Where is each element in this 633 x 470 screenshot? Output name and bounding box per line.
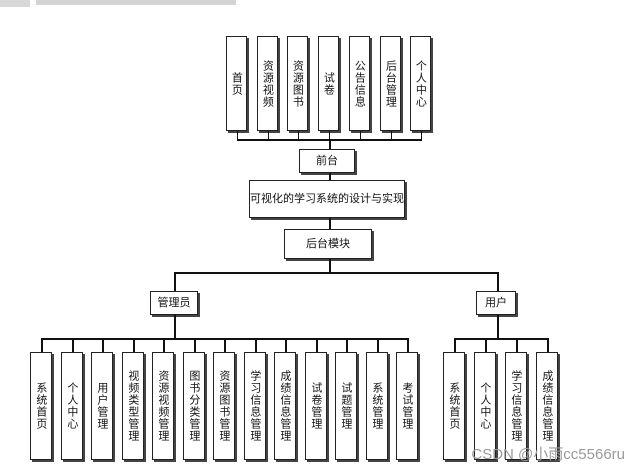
frontend-root-line: [329, 173, 331, 180]
frontend-drop-line: [267, 131, 269, 139]
admin-drop-line: [346, 338, 348, 352]
admin-item: 学习信息管理: [244, 352, 266, 460]
admin-item: 图书分类管理: [183, 352, 205, 460]
admin-bus-stem-line: [174, 315, 176, 338]
admin-drop-line: [255, 338, 257, 352]
admin-node: 管理员: [150, 291, 198, 315]
admin-item: 系统管理: [366, 352, 388, 460]
admin-drop-line: [377, 338, 379, 352]
frontend-drop-line: [359, 131, 361, 139]
user-stem-line: [497, 272, 499, 291]
frontend-drop-line: [297, 131, 299, 139]
admin-drop-line: [72, 338, 74, 352]
admin-drop-line: [41, 338, 43, 352]
user-item: 个人中心: [474, 352, 496, 460]
user-drop-line: [454, 338, 456, 352]
frontend-drop-line: [420, 131, 422, 139]
admin-stem-line: [174, 272, 176, 291]
frontend-stem-line: [329, 139, 331, 149]
admin-drop-line: [194, 338, 196, 352]
user-bus-line: [454, 338, 548, 340]
user-item: 成绩信息管理: [536, 352, 558, 460]
watermark: CSDN @小雨cc5566ru: [471, 446, 625, 463]
admin-drop-line: [102, 338, 104, 352]
frontend-item: 资源视频: [257, 36, 278, 131]
frontend-item: 资源图书: [287, 36, 308, 131]
admin-item: 系统首页: [30, 352, 52, 460]
root-backend-line: [329, 218, 331, 229]
cropped-header-text: [36, 0, 236, 5]
root-system-node: 可视化的学习系统的设计与实现: [249, 180, 405, 218]
admin-item: 试题管理: [335, 352, 357, 460]
admin-item: 资源视频管理: [152, 352, 174, 460]
backend-module-node: 后台模块: [284, 229, 372, 259]
admin-drop-line: [316, 338, 318, 352]
user-node: 用户: [476, 291, 516, 315]
admin-drop-line: [163, 338, 165, 352]
admin-drop-line: [285, 338, 287, 352]
frontend-item: 首页: [226, 36, 247, 131]
admin-item: 视频类型管理: [122, 352, 144, 460]
admin-drop-line: [224, 338, 226, 352]
backend-stem-line: [329, 259, 331, 272]
admin-drop-line: [133, 338, 135, 352]
frontend-item: 后台管理: [380, 36, 401, 131]
admin-item: 资源图书管理: [213, 352, 235, 460]
frontend-item: 个人中心: [410, 36, 431, 131]
frontend-drop-line: [390, 131, 392, 139]
admin-drop-line: [407, 338, 409, 352]
user-drop-line: [516, 338, 518, 352]
frontend-item: 试卷: [318, 36, 339, 131]
user-drop-line: [485, 338, 487, 352]
user-item: 学习信息管理: [505, 352, 527, 460]
cropped-header-scrap: [0, 0, 30, 7]
backend-split-line: [174, 272, 498, 274]
user-drop-line: [547, 338, 549, 352]
admin-item: 成绩信息管理: [274, 352, 296, 460]
user-bus-stem-line: [497, 315, 499, 338]
frontend-drop-line: [236, 131, 238, 139]
admin-item: 用户管理: [91, 352, 113, 460]
frontend-item: 公告信息: [349, 36, 370, 131]
admin-item: 试卷管理: [305, 352, 327, 460]
admin-item: 考试管理: [396, 352, 418, 460]
frontend-drop-line: [328, 131, 330, 139]
admin-item: 个人中心: [61, 352, 83, 460]
frontend-node: 前台: [299, 149, 355, 173]
user-item: 系统首页: [443, 352, 465, 460]
